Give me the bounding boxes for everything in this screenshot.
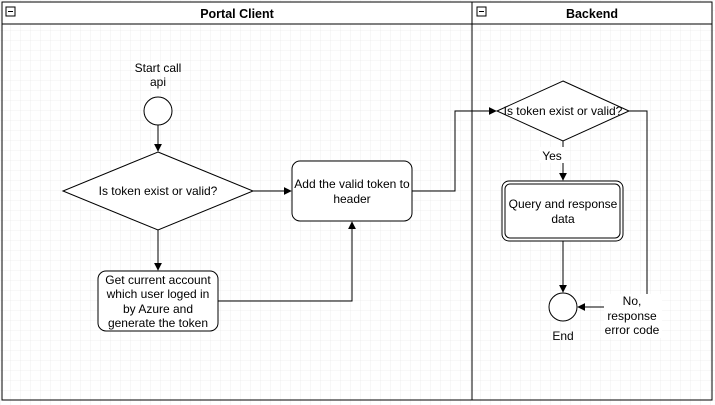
start-node[interactable] xyxy=(143,96,173,126)
get-account-label-line-4: generate the token xyxy=(108,316,208,330)
edge-get-account-to-add-token xyxy=(218,221,356,302)
add-token-label-line-2: header xyxy=(333,192,370,206)
swimlane-backend: Backend xyxy=(471,1,713,401)
swimlane-portal-client: Portal Client xyxy=(1,1,473,401)
edge-label-no-line-2: response xyxy=(607,309,657,323)
lane-title-portal-client: Portal Client xyxy=(200,7,274,21)
no-label-bg xyxy=(604,294,662,338)
edge-add-token-to-backend-decision xyxy=(412,107,497,192)
query-node[interactable] xyxy=(501,180,624,242)
add-token-label-line-1: Add the valid token to xyxy=(294,177,410,191)
end-label: End xyxy=(552,329,573,343)
get-account-label-line-2: which user loged in xyxy=(106,287,210,301)
end-node[interactable] xyxy=(548,292,578,322)
decision-client-label: Is token exist or valid? xyxy=(99,184,218,198)
start-label-line-2: api xyxy=(150,75,166,89)
get-account-label-line-1: Get current account xyxy=(105,273,211,287)
collapse-minus-icon[interactable] xyxy=(476,6,487,17)
lane-header-backend xyxy=(471,1,713,25)
edge-label-yes: Yes xyxy=(542,149,562,163)
query-label-line-1: Query and response xyxy=(509,197,618,211)
yes-label-bg xyxy=(539,147,565,163)
decision-backend-label: Is token exist or valid? xyxy=(504,104,623,118)
start-label-line-1: Start call xyxy=(135,61,182,75)
collapse-minus-icon[interactable] xyxy=(5,6,16,17)
lane-title-backend: Backend xyxy=(566,7,618,21)
get-account-label-line-3: by Azure and xyxy=(123,302,193,316)
query-node-inner-border xyxy=(504,183,621,239)
add-token-node[interactable] xyxy=(291,160,413,222)
edge-label-no-line-1: No, xyxy=(623,294,642,308)
query-label-line-2: data xyxy=(551,212,575,226)
edge-label-no-line-3: error code xyxy=(605,323,660,337)
